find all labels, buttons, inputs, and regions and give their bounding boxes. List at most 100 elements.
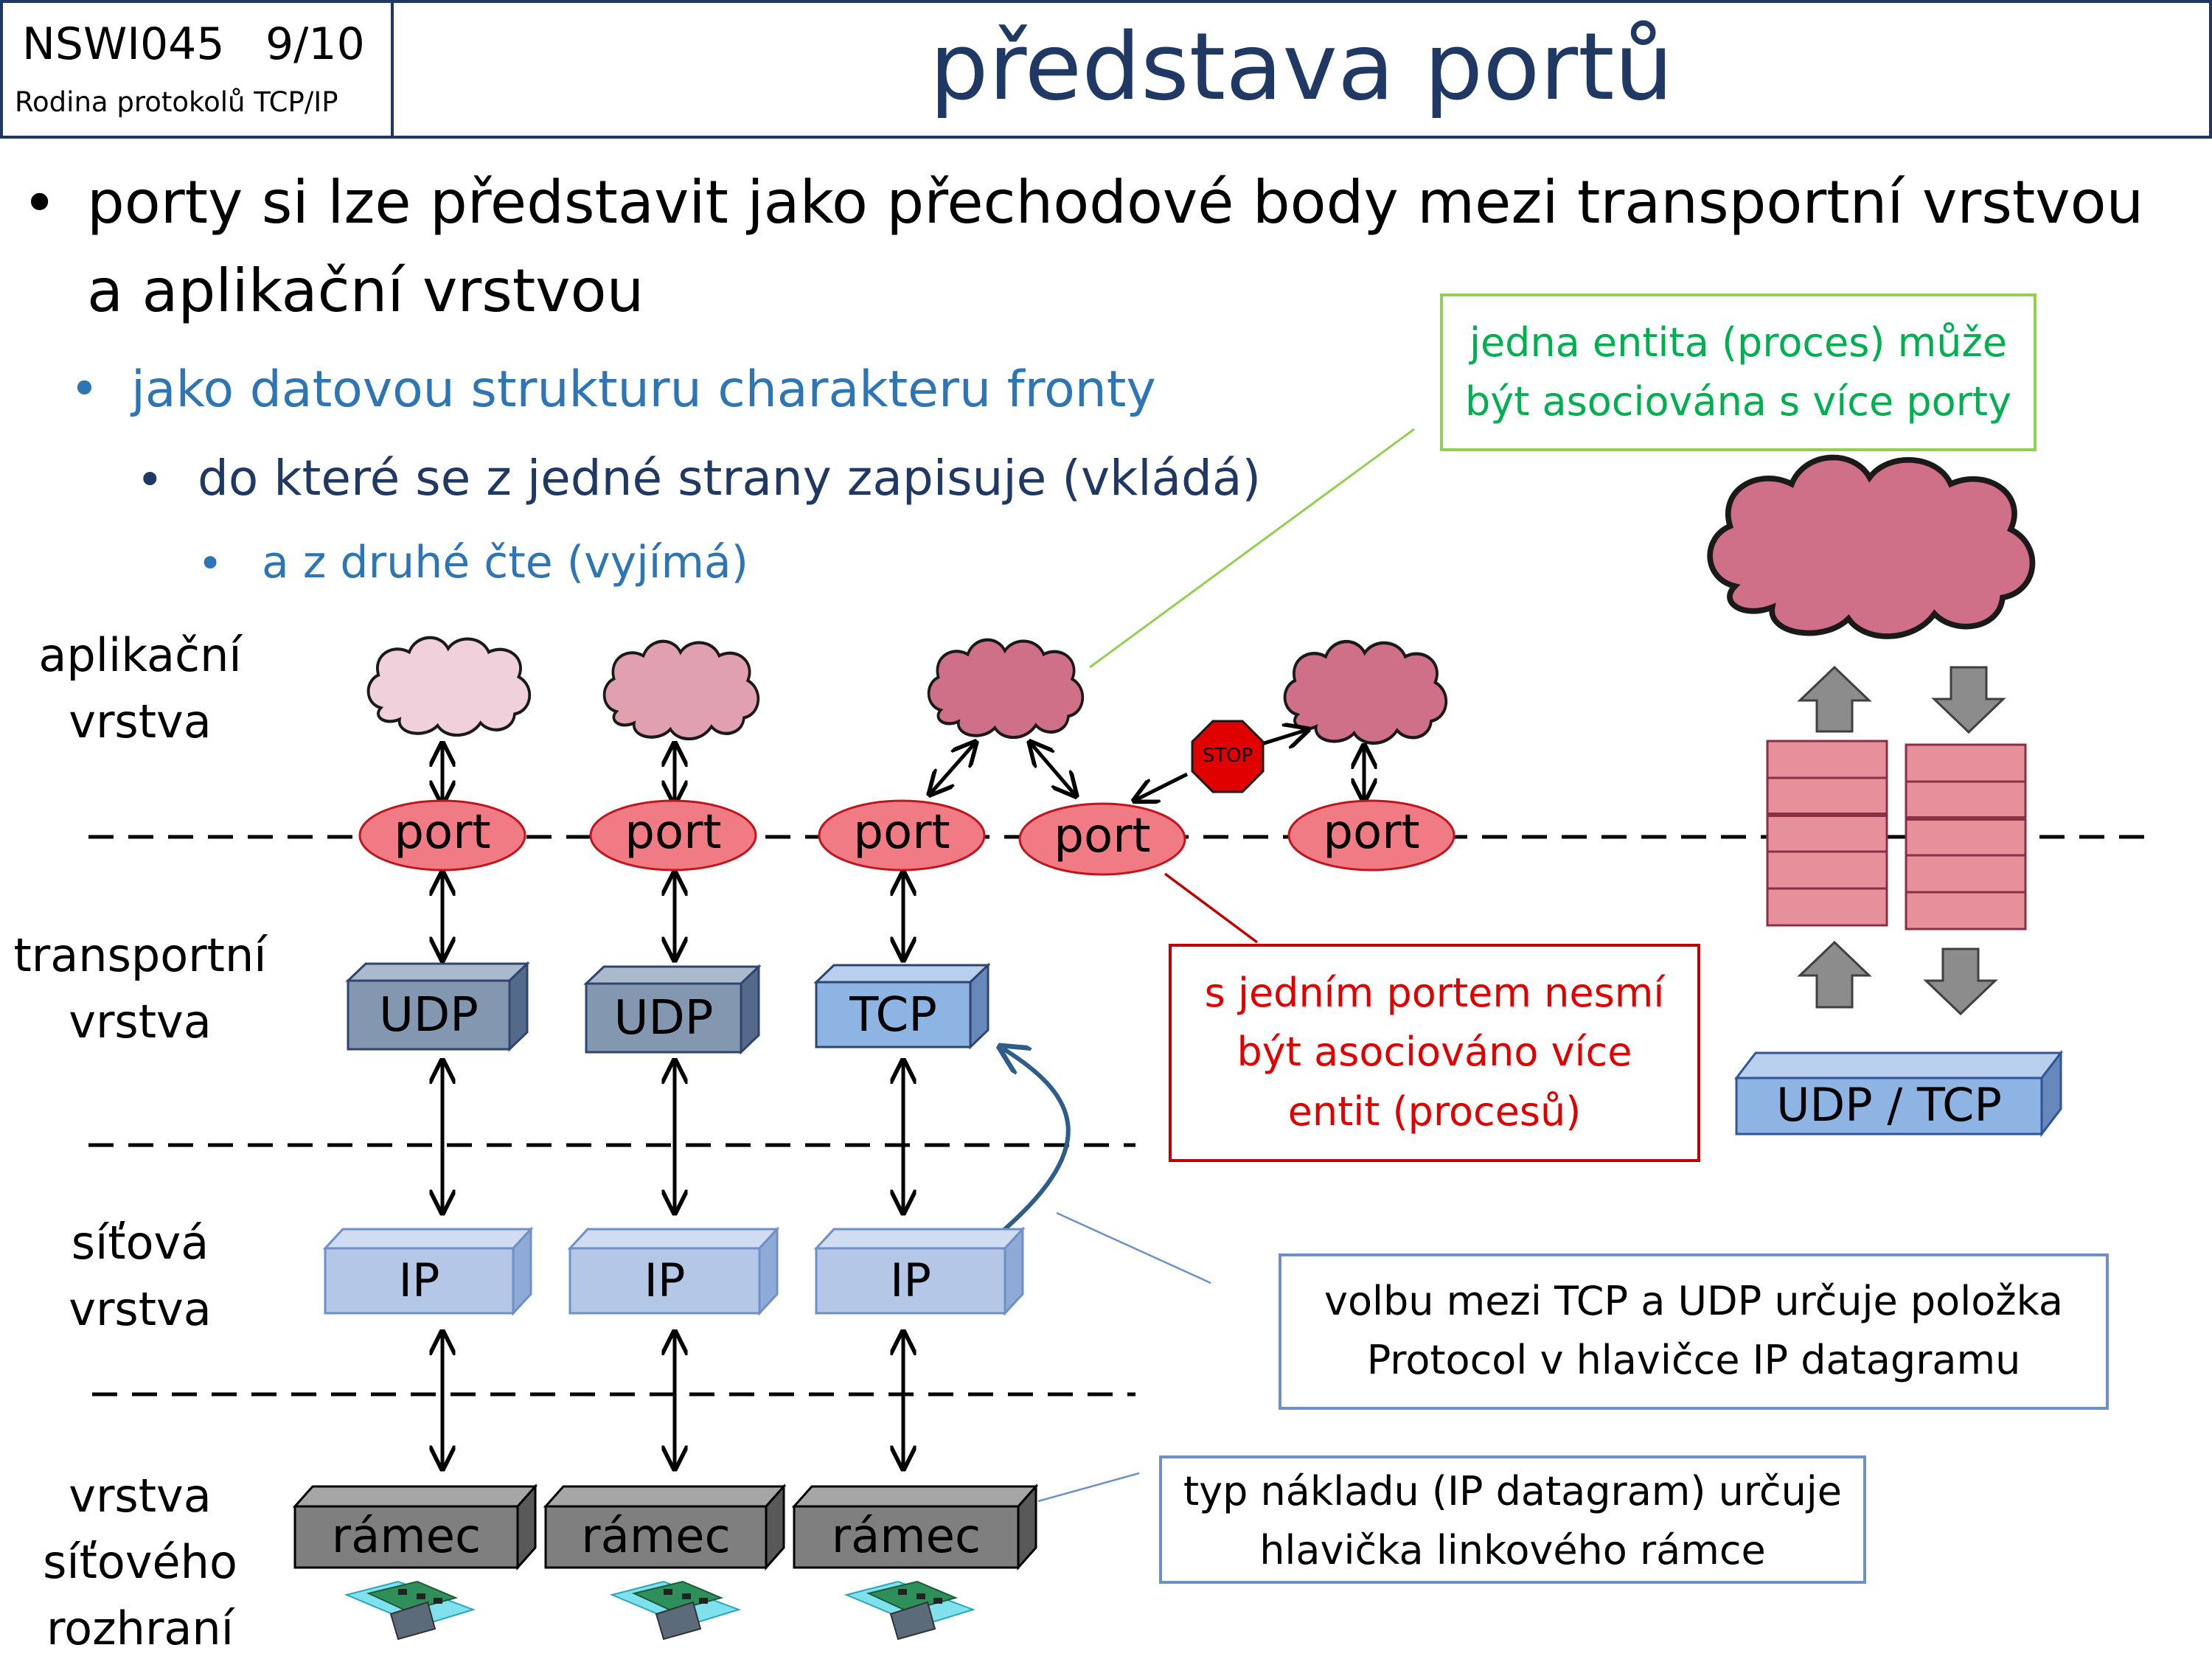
layer-network-line-1: síťová: [71, 1216, 209, 1270]
callout-protocol-box: [1279, 1253, 2109, 1410]
arrow-stop-cloud4: [1259, 730, 1307, 745]
layer-transport-line-2: vrstva: [69, 995, 212, 1048]
queue-arrows: [1797, 665, 2006, 1016]
layer-app-line-2: vrstva: [69, 695, 212, 748]
port-2: [589, 799, 757, 872]
network-card-icon-2: [609, 1580, 742, 1641]
down-arrow-icon-bottom: [1923, 947, 1998, 1016]
network-card-icon-1: [344, 1580, 476, 1641]
udp-2-label: UDP: [613, 991, 714, 1046]
callout-green-line-2: být asociována s více porty: [1464, 378, 2012, 425]
page-title: představa portů: [929, 13, 1674, 121]
callout-green-line-1: jedna entita (proces) může: [1469, 319, 2008, 366]
process-cloud-4: [1283, 640, 1447, 745]
callout-red-box: [1169, 944, 1700, 1162]
ip-box-1: [322, 1226, 534, 1316]
slide-number: 9/10: [265, 18, 365, 70]
port-1: [358, 799, 526, 872]
network-card-icon-3: [844, 1580, 976, 1641]
frame-box-2: [543, 1484, 787, 1571]
arrow-cloud3-port4: [1031, 743, 1075, 795]
udp-tcp-box: [1733, 1049, 2064, 1138]
leader-red: [1164, 872, 1259, 944]
bullet-1-line-1: porty si lze představit jako přechodové …: [87, 168, 2144, 237]
frame-3-label: rámec: [831, 1509, 981, 1564]
process-cloud-2: [602, 639, 759, 741]
up-arrow-icon-top: [1797, 665, 1872, 733]
stop-sign-shape: [1191, 720, 1265, 793]
leader-payload: [1037, 1472, 1140, 1503]
stop-sign: [1191, 720, 1265, 793]
bullet-2: jako datovou strukturu charakteru fronty: [131, 361, 1156, 419]
network-cards: [344, 1580, 976, 1641]
callout-payload-line-2: hlavička linkového rámce: [1259, 1527, 1766, 1573]
port-5: [1287, 799, 1455, 872]
ip-1-label: IP: [398, 1253, 440, 1307]
callout-green-box: [1440, 293, 2037, 451]
callout-red-line-3: entit (procesů): [1287, 1088, 1582, 1135]
connector-arrows: [442, 730, 1364, 1467]
bullet-4: a z druhé čte (vyjímá): [262, 537, 749, 588]
callout-red-line-1: s jedním portem nesmí: [1204, 970, 1665, 1016]
layer-link-line-2: síťového: [43, 1535, 237, 1589]
frame-box-3: [791, 1484, 1039, 1571]
port-1-label: port: [394, 805, 491, 860]
bullet-dot-3: •: [136, 453, 164, 507]
queue-right: [1905, 743, 2027, 931]
clouds: [366, 454, 2036, 745]
arrow-port4-stop: [1135, 772, 1189, 800]
bullet-dot-2: •: [70, 361, 99, 417]
udp-box-1: [345, 961, 530, 1052]
bullet-1-line-2: a aplikační vrstvou: [87, 257, 644, 325]
header-frame: [0, 0, 2212, 139]
bullet-3: do které se z jedné strany zapisuje (vkl…: [198, 450, 1262, 507]
up-arrow-icon-bottom: [1797, 940, 1872, 1009]
port-4: [1018, 802, 1186, 876]
arrow-cloud3-port3: [931, 743, 975, 793]
header: [0, 0, 2212, 139]
process-cloud-3: [927, 638, 1084, 740]
down-arrow-icon-top: [1931, 666, 2006, 734]
frame-box-1: [292, 1484, 538, 1571]
callout-payload-line-1: typ nákladu (IP datagram) určuje: [1183, 1468, 1843, 1514]
callout-protocol-line-2: Protocol v hlavičce IP datagramu: [1366, 1337, 2021, 1383]
udp-box-2: [583, 964, 762, 1055]
port-5-label: port: [1323, 805, 1420, 860]
callout-leaders: [1037, 428, 1415, 1503]
ip-to-tcp-curved-arrow: [995, 1048, 1071, 1239]
udp-1-label: UDP: [379, 988, 479, 1043]
callout-payload-box: [1159, 1455, 1866, 1584]
frame-2-label: rámec: [581, 1509, 731, 1564]
course-subtitle: Rodina protokolů TCP/IP: [15, 86, 338, 118]
frame-1-label: rámec: [331, 1509, 481, 1564]
callout-protocol-line-1: volbu mezi TCP a UDP určuje položka: [1324, 1278, 2063, 1324]
ip-box-3: [813, 1226, 1026, 1316]
layer-link-line-3: rozhraní: [46, 1601, 234, 1655]
layer-link-line-1: vrstva: [69, 1469, 212, 1523]
port-4-label: port: [1054, 809, 1151, 863]
leader-protocol: [1056, 1211, 1211, 1284]
large-cloud: [1707, 454, 2036, 639]
ports: [358, 799, 1455, 876]
tcp-label: TCP: [849, 988, 937, 1043]
leader-green: [1089, 428, 1415, 669]
ip-2-label: IP: [644, 1253, 686, 1307]
queue-left: [1766, 740, 1888, 927]
port-2-label: port: [625, 805, 722, 860]
ip-boxes: [322, 1226, 1026, 1316]
layer-transport-line-1: transportní: [13, 928, 267, 982]
layer-network-line-2: vrstva: [69, 1282, 212, 1336]
course-code: NSWI045: [22, 18, 225, 70]
bullet-dot-4: •: [198, 538, 223, 588]
frame-boxes: [292, 1484, 1039, 1571]
callout-red-line-2: být asociováno více: [1237, 1029, 1632, 1075]
port-3: [818, 799, 986, 872]
queues: [1766, 740, 2027, 931]
ip-box-2: [567, 1226, 780, 1316]
layer-app-line-1: aplikační: [38, 628, 242, 682]
ip-3-label: IP: [890, 1253, 931, 1307]
stop-sign-label: STOP: [1202, 745, 1253, 767]
tcp-box: [813, 962, 991, 1050]
bullet-dot-1: •: [22, 169, 58, 237]
